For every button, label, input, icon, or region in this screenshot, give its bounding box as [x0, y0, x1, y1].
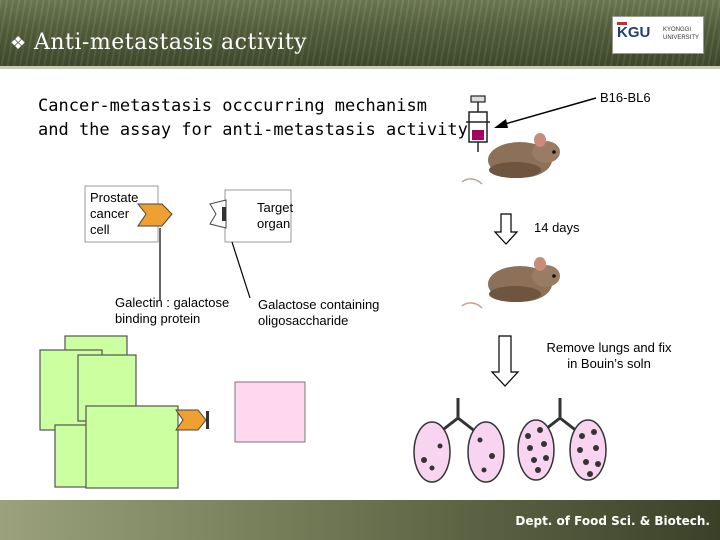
arrowhead-icon	[494, 119, 508, 128]
target-label-2: organ	[257, 216, 291, 231]
logo-subtext: KYONGGI UNIVERSITY	[663, 27, 700, 41]
duration-label: 14 days	[534, 220, 580, 235]
down-arrow-icon	[490, 335, 520, 387]
header-divider	[0, 66, 720, 69]
galectin-label-1: Galectin : galactose	[115, 295, 230, 310]
galectin-receptor-icon	[136, 203, 173, 227]
department-label: Dept. of Food Sci. & Biotech.	[515, 514, 710, 528]
galectin-bound-icon	[175, 409, 207, 431]
oligo-leader-line	[231, 241, 251, 299]
cancer-cell-shape	[85, 405, 179, 489]
galectin-label-2: binding protein	[115, 311, 201, 326]
university-logo: KGU KYONGGI UNIVERSITY	[612, 16, 704, 54]
cell-line-label: B16-BL6	[600, 90, 651, 105]
lungs-icon	[413, 398, 505, 483]
procedure-label-2: in Bouin’s soln	[567, 356, 651, 371]
prostate-label-3: cell	[90, 222, 110, 237]
logo-accent	[617, 22, 627, 25]
footer-bar	[0, 500, 720, 540]
syringe-icon	[466, 95, 490, 152]
ligand-bar	[222, 207, 226, 221]
prostate-label-1: Prostate	[90, 190, 139, 205]
subtitle-line-1: Cancer-metastasis occcurring mechanism	[38, 96, 427, 116]
injection-arrow	[497, 97, 597, 127]
logo-mark: KGU	[617, 24, 651, 41]
target-organ-box	[224, 189, 292, 243]
header-texture	[0, 0, 720, 68]
down-arrow-icon	[493, 213, 519, 245]
target-label-1: Target	[257, 200, 294, 215]
prostate-label-2: cancer	[90, 206, 130, 221]
bound-ligand-bar	[206, 411, 209, 429]
mouse-icon	[461, 133, 560, 185]
oligo-label-1: Galactose containing	[258, 297, 380, 312]
diamond-bullet-icon: ❖	[10, 33, 27, 53]
oligo-label-2: oligosaccharide	[258, 313, 349, 328]
lungs-icon	[517, 398, 607, 481]
target-organ-shape	[234, 381, 306, 443]
mouse-icon	[461, 257, 560, 309]
page-title: Anti-metastasis activity	[34, 30, 308, 55]
procedure-label-1: Remove lungs and fix	[546, 340, 672, 355]
header-bar	[0, 0, 720, 68]
subtitle-line-2: and the assay for anti-metastasis activi…	[38, 120, 468, 140]
